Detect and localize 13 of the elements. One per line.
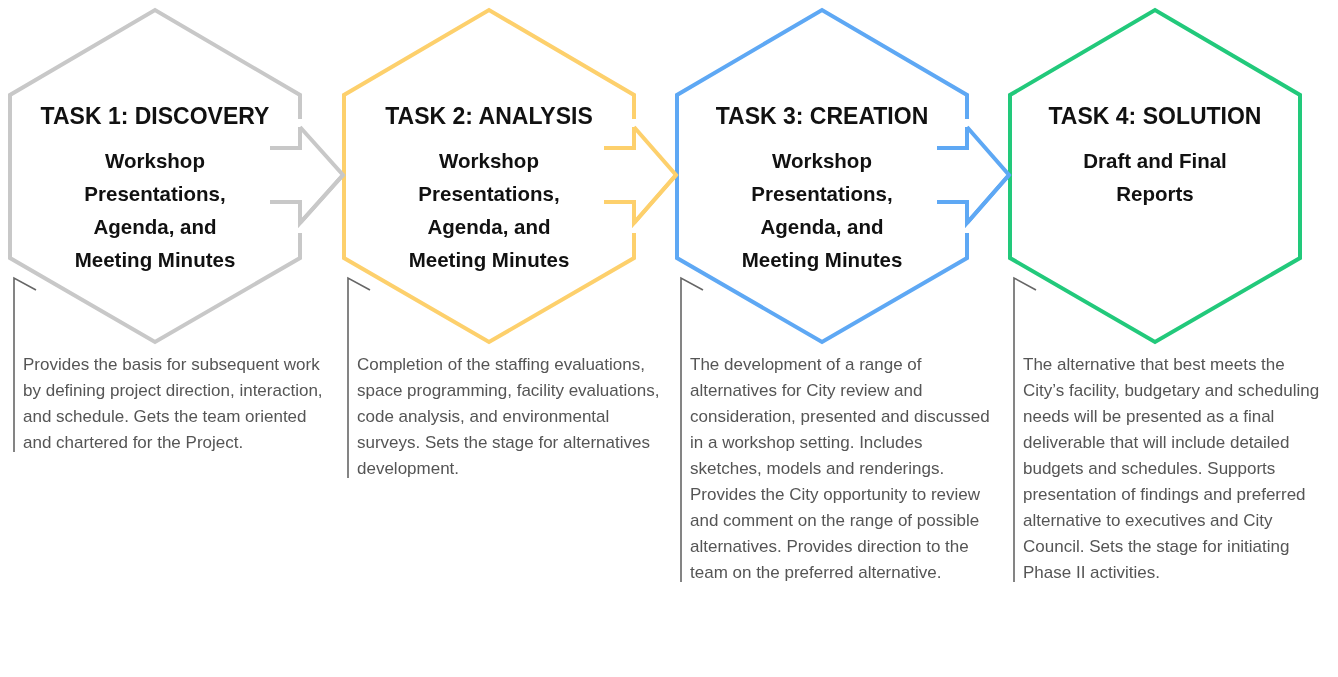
task-heading: TASK 3: CREATION xyxy=(715,103,929,130)
description-text: Completion of the staffing evaluations, space programming, facility evaluations, code analysis, and environmental surveys. Sets the stage for alternatives development. xyxy=(357,354,661,480)
task-heading: TASK 2: ANALYSIS xyxy=(385,103,593,130)
task-hexagon xyxy=(1010,10,1300,342)
task-heading: TASK 4: SOLUTION xyxy=(1048,103,1262,130)
description-text: Provides the basis for subsequent work by defining project direction, interaction, and schedule. Gets the team oriented and chartered for the Project. xyxy=(23,354,324,454)
deliverables-text: Workshop Presentations, Agenda, and Meeting Minutes xyxy=(407,148,571,273)
deliverables-text: Workshop Presentations, Agenda, and Meeting Minutes xyxy=(740,148,904,273)
description-text: The development of a range of alternatives for City review and consideration, presented and discussed in a workshop setting. Includes sketches, models and renderings. Provides the City opportunity to review and comment on the range of possible alternatives. Provides direction to the team on the preferred alternative. xyxy=(690,354,991,584)
deliverables-text: Draft and Final Reports xyxy=(1082,148,1228,207)
description-text: The alternative that best meets the City’s facility, budgetary and scheduling needs will be presented as a final deliverable that will include detailed budgets and schedules. Supports presentation of findings and preferred alternative to executives and City Council. Sets the stage for initiating Phase II activities. xyxy=(1023,354,1321,584)
task-heading: TASK 1: DISCOVERY xyxy=(40,103,270,130)
deliverables-text: Workshop Presentations, Agenda, and Meeting Minutes xyxy=(73,148,237,273)
